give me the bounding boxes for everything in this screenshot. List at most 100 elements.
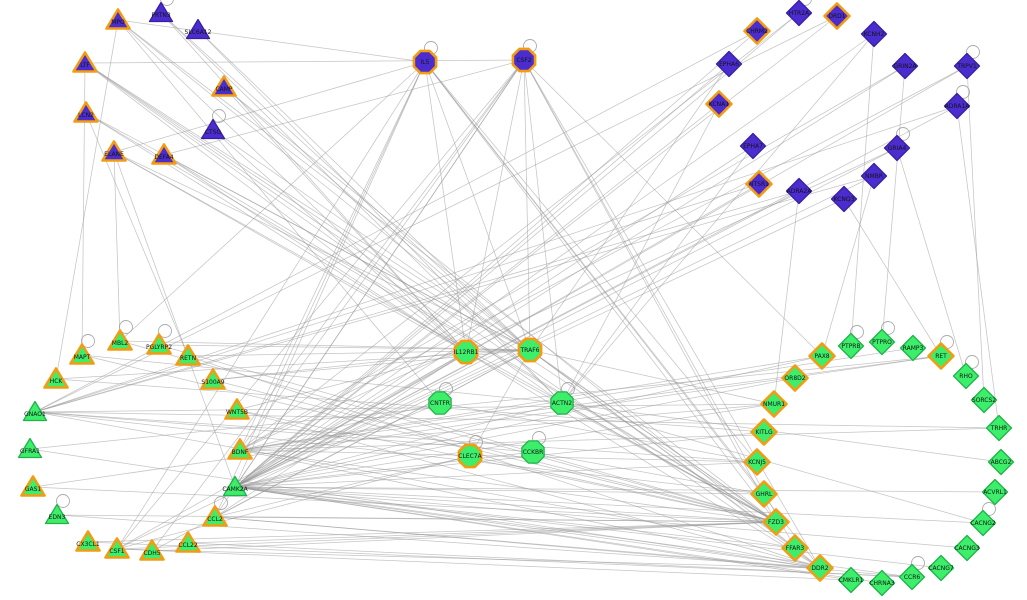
node-GRIA4[interactable]: GRIA4 <box>883 134 911 162</box>
node-shape-triangle <box>72 51 98 73</box>
node-LTF[interactable]: LTF <box>72 51 98 73</box>
node-ACVRL1[interactable]: ACVRL1 <box>981 478 1009 506</box>
node-ACTN2[interactable]: ACTN2 <box>550 391 574 415</box>
node-SORCS2[interactable]: SORCS2 <box>970 386 998 414</box>
node-shape-diamond <box>860 162 888 190</box>
node-CCR6[interactable]: CCR6 <box>898 563 926 591</box>
node-RET[interactable]: RET <box>927 342 955 370</box>
node-DEFA4[interactable]: DEFA4 <box>151 143 177 165</box>
node-DRD1[interactable]: DRD1 <box>823 2 851 30</box>
edge-CAMK2A-KCNJ5 <box>234 461 758 488</box>
edge-CSF2-CDH5 <box>151 59 525 552</box>
edge-LTF-FZD3 <box>84 62 777 523</box>
node-GRIN2A[interactable]: GRIN2A <box>891 52 919 80</box>
node-TRHR[interactable]: TRHR <box>985 414 1013 442</box>
node-NMBR[interactable]: NMBR <box>860 162 888 190</box>
node-EPHA7[interactable]: EPHA7 <box>739 132 767 160</box>
node-SLC6A12[interactable]: SLC6A12 <box>185 18 212 40</box>
node-KCNA1[interactable]: KCNA1 <box>705 90 733 118</box>
node-CLEC7A[interactable]: CLEC7A <box>457 443 483 469</box>
node-shape-triangle <box>175 531 201 553</box>
node-KCNQ3[interactable]: KCNQ3 <box>830 185 858 213</box>
edge-TRAF6-HCK <box>55 349 531 380</box>
node-MPO[interactable]: MPO <box>105 8 131 30</box>
edge-ELANE-IL12RB1 <box>113 151 467 353</box>
node-shape-triangle <box>73 101 99 123</box>
node-PTPRB[interactable]: PTPRB <box>837 332 865 360</box>
node-EPHA6[interactable]: EPHA6 <box>715 50 743 78</box>
node-shape-octagon <box>511 47 537 73</box>
node-RETN[interactable]: RETN <box>175 344 201 366</box>
node-RHO[interactable]: RHO <box>952 362 980 390</box>
edge-MPO-FZD3 <box>117 19 777 523</box>
node-OR8D2[interactable]: OR8D2 <box>781 364 809 392</box>
edge-WNT5B-DDR2 <box>236 409 821 569</box>
node-NMUR1[interactable]: NMUR1 <box>760 390 788 418</box>
edge-ADRA2A-CAMK2A <box>234 190 800 488</box>
node-CCL22[interactable]: CCL22 <box>175 531 201 553</box>
edge-GRIN2A-CAMK2A <box>234 65 906 488</box>
node-shape-triangle <box>105 8 131 30</box>
node-shape-diamond <box>781 364 809 392</box>
node-shape-diamond <box>860 20 888 48</box>
node-HCK[interactable]: HCK <box>43 367 69 389</box>
node-WNT5B[interactable]: WNT5B <box>224 398 250 420</box>
node-IL12RB1[interactable]: IL12RB1 <box>454 339 479 365</box>
edge-IL5-BDNF <box>239 61 426 451</box>
node-shape-triangle <box>151 143 177 165</box>
node-CACNG7[interactable]: CACNG7 <box>927 554 955 582</box>
node-HTR2A[interactable]: HTR2A <box>785 0 813 27</box>
edge-IL5-TRAF6 <box>424 61 531 351</box>
edge-TRPV1-SORCS2 <box>966 65 985 401</box>
node-CACNG3[interactable]: CACNG3 <box>953 534 981 562</box>
edge-TRAF6-CSF1 <box>116 349 531 550</box>
edge-NTSR1-CAMK2A <box>234 183 760 488</box>
edge-BDNF-NMUR1 <box>239 403 775 451</box>
node-shape-diamond <box>781 534 809 562</box>
node-shape-diamond <box>705 90 733 118</box>
node-CSF2[interactable]: CSF2 <box>511 47 537 73</box>
edge-DEFA4-CSF2 <box>163 59 525 156</box>
node-CAMP[interactable]: CAMP <box>211 75 237 97</box>
node-ABCG2[interactable]: ABCG2 <box>987 448 1015 476</box>
edge-EDN3-FZD3 <box>56 514 777 523</box>
edge-LTF-TRAF6 <box>84 62 531 351</box>
node-TRAF6[interactable]: TRAF6 <box>517 337 543 363</box>
node-shape-diamond <box>953 534 981 562</box>
node-shape-triangle <box>107 329 133 351</box>
edge-KCNA1-ACTN2 <box>561 103 720 404</box>
edge-RETN-DDR2 <box>187 355 821 569</box>
node-shape-triangle <box>22 400 48 422</box>
node-shape-diamond <box>868 569 896 597</box>
edge-CAMP-IL12RB1 <box>223 86 467 353</box>
edge-CAMK2A-CACNG3 <box>234 486 968 549</box>
node-NTSR1[interactable]: NTSR1 <box>745 170 773 198</box>
node-shape-diamond <box>970 386 998 414</box>
self-loop-PTPRB <box>850 325 864 339</box>
edge-layer <box>29 12 1002 584</box>
node-CCKBR[interactable]: CCKBR <box>521 440 545 464</box>
node-IL5[interactable]: IL5 <box>412 49 438 75</box>
node-PGLYRP2[interactable]: PGLYRP2 <box>146 333 172 355</box>
node-RAMP3[interactable]: RAMP3 <box>899 334 927 362</box>
node-TRPV1[interactable]: TRPV1 <box>953 52 981 80</box>
node-ELANE[interactable]: ELANE <box>101 140 127 162</box>
node-KITLG[interactable]: KITLG <box>750 418 778 446</box>
edge-GRIA4-RHO <box>896 147 967 377</box>
node-CNTFR[interactable]: CNTFR <box>428 391 452 415</box>
node-shape-triangle <box>17 437 43 459</box>
edge-GRIN2A-BDNF <box>239 65 906 451</box>
edge-NMBR-GNAO1 <box>34 175 875 413</box>
node-LCN2[interactable]: LCN2 <box>73 101 99 123</box>
node-CX3CL1[interactable]: CX3CL1 <box>75 530 101 552</box>
self-loop-CTSG <box>212 109 226 123</box>
node-shape-triangle <box>139 539 165 561</box>
edge-GFRA1-RET <box>29 355 942 450</box>
node-shape-diamond <box>868 328 896 356</box>
node-CHRM2[interactable]: CHRM2 <box>743 17 771 45</box>
node-PTPRO[interactable]: PTPRO <box>868 328 896 356</box>
node-GNAO1[interactable]: GNAO1 <box>22 400 48 422</box>
node-shape-diamond <box>899 334 927 362</box>
node-KCNH2[interactable]: KCNH2 <box>860 20 888 48</box>
